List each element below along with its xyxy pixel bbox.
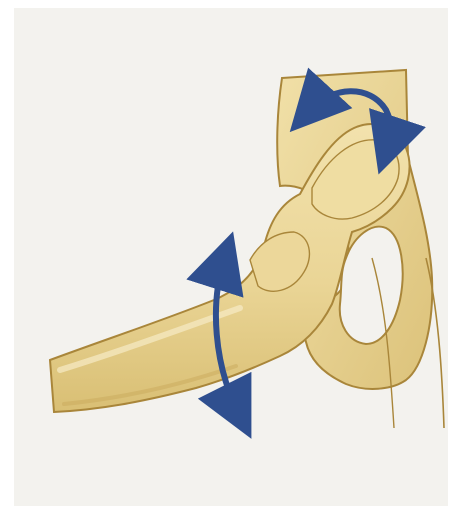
hip-joint-illustration [14, 8, 448, 506]
paper-background [14, 8, 448, 506]
